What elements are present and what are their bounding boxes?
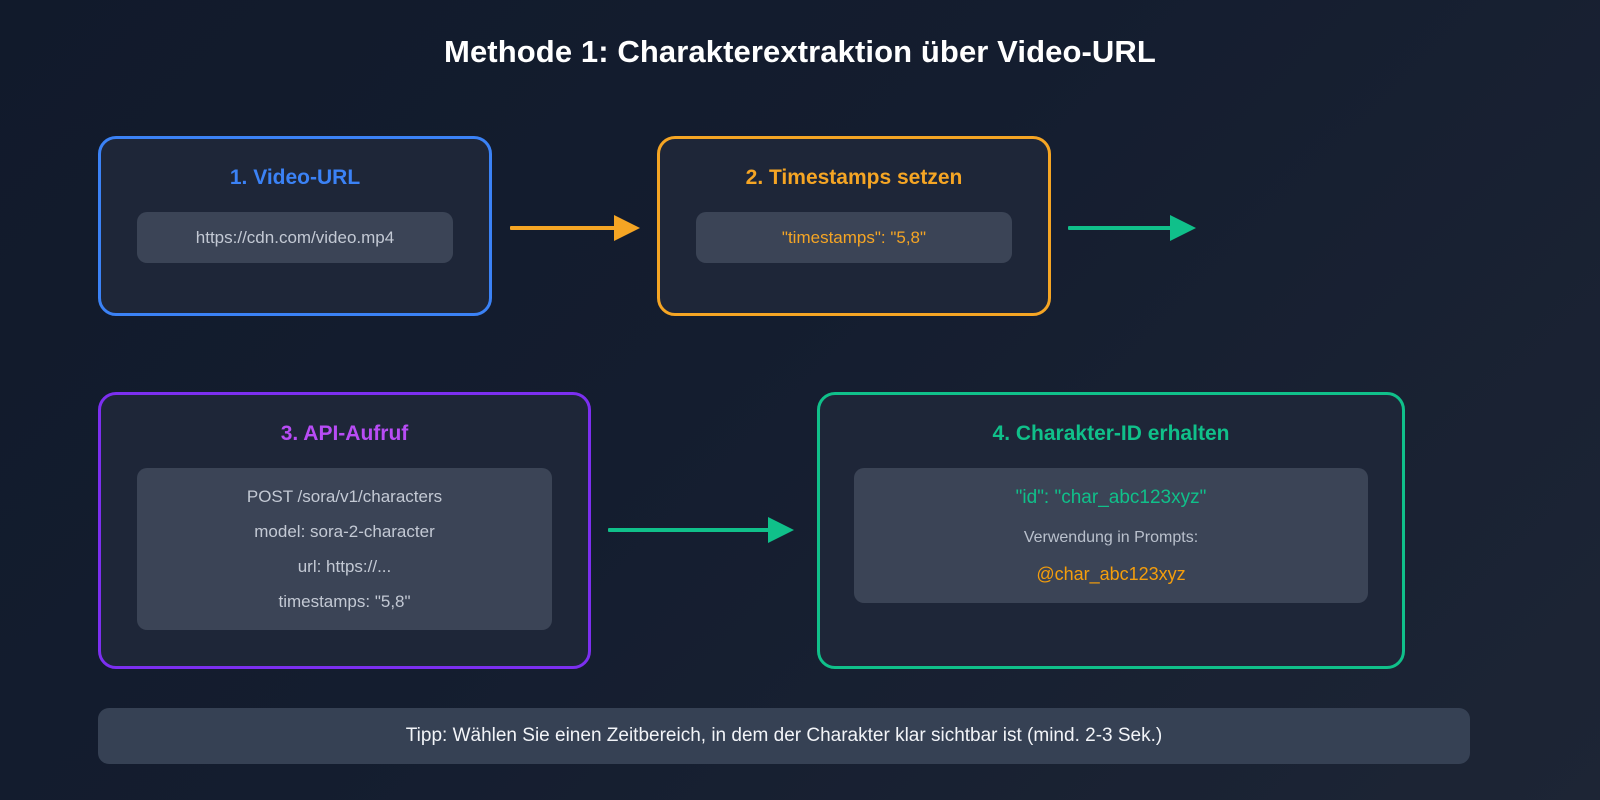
code-line-api-timestamps: timestamps: "5,8": [278, 592, 411, 611]
code-line-api-endpoint: POST /sora/v1/characters: [246, 487, 443, 506]
tip-bar: Tipp: Wählen Sie einen Zeitbereich, in d…: [98, 708, 1470, 764]
arrow-head: [1170, 215, 1196, 241]
card-video-url: 1. Video-URL https://cdn.com/video.mp4: [98, 136, 492, 316]
code-box-timestamps: "timestamps": "5,8": [696, 212, 1012, 263]
card-api-call: 3. API-Aufruf POST /sora/v1/characters m…: [98, 392, 591, 669]
arrow-shaft: [1068, 226, 1173, 230]
tip-text: Tipp: Wählen Sie einen Zeitbereich, in d…: [405, 725, 1163, 746]
card-title-api-call: 3. API-Aufruf: [280, 422, 409, 445]
code-line-api-model: model: sora-2-character: [254, 522, 435, 541]
page-title: Methode 1: Charakterextraktion über Vide…: [444, 34, 1156, 69]
arrow-url-to-timestamps-icon: [510, 214, 640, 242]
character-mention: @char_abc123xyz: [1036, 564, 1186, 584]
card-title-video-url: 1. Video-URL: [229, 166, 361, 189]
code-line-timestamps: "timestamps": "5,8": [781, 228, 927, 247]
arrow-timestamps-out-icon: [1068, 214, 1196, 242]
code-box-video-url: https://cdn.com/video.mp4: [137, 212, 453, 263]
code-line-video-url: https://cdn.com/video.mp4: [195, 228, 395, 247]
card-title-timestamps: 2. Timestamps setzen: [745, 166, 963, 189]
card-title-character-id: 4. Charakter-ID erhalten: [992, 422, 1230, 445]
arrow-api-to-id-icon: [608, 516, 794, 544]
arrow-head: [768, 517, 794, 543]
code-box-api-call: POST /sora/v1/characters model: sora-2-c…: [137, 468, 552, 630]
result-id-value: "id": "char_abc123xyz": [1015, 487, 1207, 508]
code-line-api-url: url: https://...: [297, 557, 392, 576]
arrow-shaft: [510, 226, 618, 230]
code-box-character-id: "id": "char_abc123xyz" Verwendung in Pro…: [854, 468, 1368, 603]
card-timestamps: 2. Timestamps setzen "timestamps": "5,8": [657, 136, 1051, 316]
usage-label: Verwendung in Prompts:: [1023, 529, 1199, 546]
card-character-id: 4. Charakter-ID erhalten "id": "char_abc…: [817, 392, 1405, 669]
arrow-shaft: [608, 528, 771, 532]
arrow-head: [614, 215, 640, 241]
